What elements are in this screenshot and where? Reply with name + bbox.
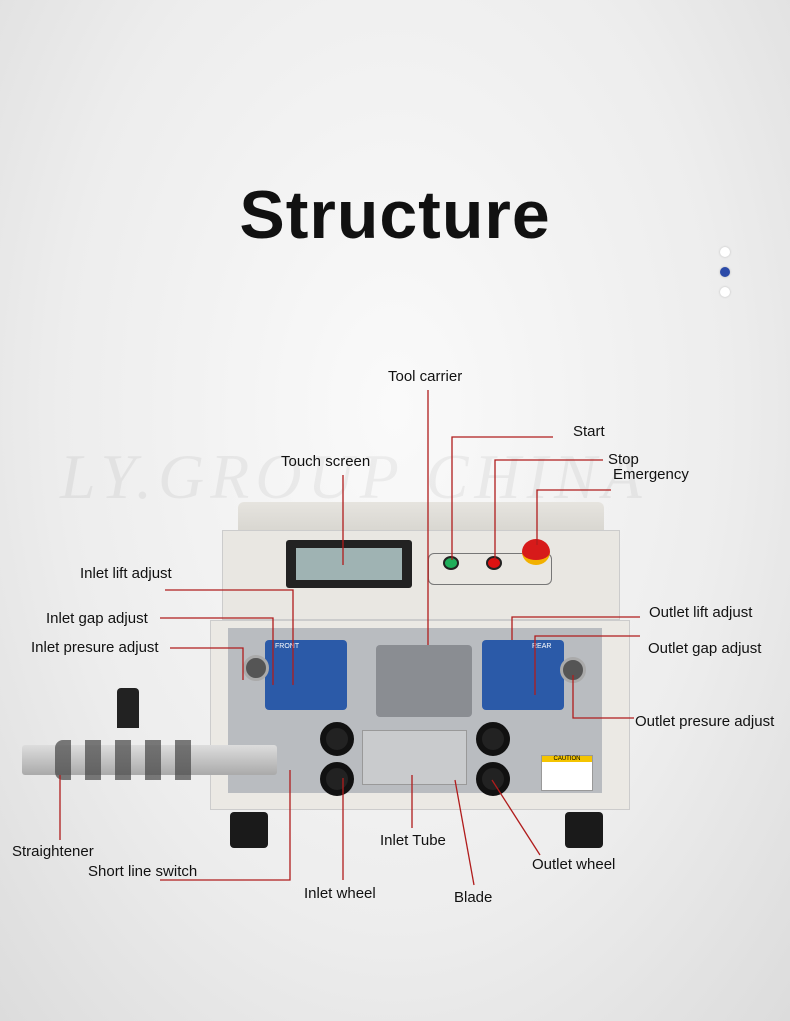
machine-top [238, 502, 604, 532]
label-inlet-tube: Inlet Tube [380, 832, 446, 849]
label-inlet-gap: Inlet gap adjust [46, 610, 148, 627]
label-short-line: Short line switch [88, 863, 198, 880]
label-blade: Blade [454, 889, 493, 906]
leader-stop [494, 459, 603, 560]
leader-outlet-wheel [491, 779, 541, 856]
page-title: Structure [239, 177, 551, 253]
front-label: FRONT [275, 643, 300, 650]
outlet-wheel-top [476, 722, 510, 756]
label-inlet-pressure: Inlet presure adjust [31, 639, 159, 656]
stop-button [486, 556, 502, 570]
watermark: LY.GROUP CHINA [60, 441, 648, 512]
carousel-dot-3[interactable] [720, 287, 730, 297]
rear-blue-panel: REAR [482, 640, 564, 710]
front-blue-panel: FRONT [265, 640, 347, 710]
leader-inlet-pressure [170, 647, 244, 680]
tool-carrier [376, 645, 472, 717]
label-stop: Stop [608, 451, 639, 468]
leader-start [451, 436, 553, 560]
label-outlet-gap: Outlet gap adjust [648, 640, 762, 657]
leader-short-line [160, 770, 291, 881]
caution-text: CAUTION [542, 756, 592, 762]
label-tool-carrier: Tool carrier [388, 368, 463, 385]
inlet-pressure-knob [243, 655, 269, 681]
leader-emergency [536, 489, 611, 545]
leader-outlet-lift [511, 616, 640, 640]
label-touch-screen: Touch screen [281, 453, 371, 470]
inlet-wheel-bottom [320, 762, 354, 796]
label-straightener: Straightener [12, 843, 94, 860]
start-button [443, 556, 459, 570]
machine-foot-right [565, 812, 603, 848]
straightener-rollers [55, 740, 205, 780]
label-outlet-lift: Outlet lift adjust [649, 604, 753, 621]
label-emergency: Emergency [613, 466, 689, 483]
carousel-dot-1[interactable] [720, 247, 730, 257]
leader-inlet-lift [165, 589, 294, 685]
caution-sticker: CAUTION [541, 755, 593, 791]
outlet-wheel-bottom [476, 762, 510, 796]
straightener-handle [117, 688, 139, 728]
label-outlet-pressure: Outlet presure adjust [635, 713, 775, 730]
label-inlet-lift: Inlet lift adjust [80, 565, 172, 582]
blade-block [362, 730, 467, 785]
machine-foot-left [230, 812, 268, 848]
label-start: Start [573, 423, 605, 440]
rear-label: REAR [532, 643, 552, 650]
label-outlet-wheel: Outlet wheel [532, 856, 616, 873]
leader-inlet-gap [160, 617, 274, 685]
label-inlet-wheel: Inlet wheel [304, 885, 376, 902]
touch-screen [286, 540, 412, 588]
leader-outlet-pressure [572, 675, 634, 719]
leader-blade [454, 779, 475, 886]
leader-outlet-gap [534, 635, 640, 695]
inlet-wheel-top [320, 722, 354, 756]
emergency-button [522, 539, 550, 565]
carousel-dot-2[interactable] [720, 267, 730, 277]
